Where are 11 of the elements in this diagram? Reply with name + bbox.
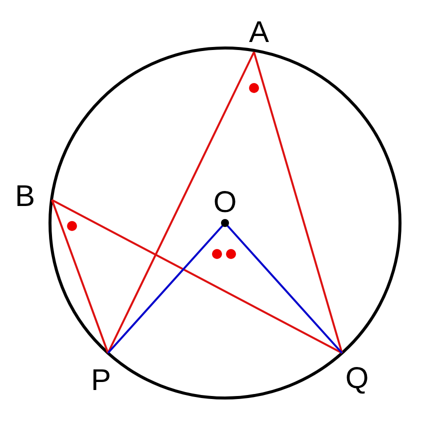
point-label: A (246, 18, 272, 48)
point-label: B (12, 182, 38, 212)
point-label: O (212, 188, 238, 218)
point-label: P (88, 366, 114, 396)
line-segment (107, 52, 255, 354)
line-segment (253, 52, 343, 354)
line-segment (224, 222, 343, 354)
line-segment (51, 200, 109, 354)
line-segment (52, 199, 342, 354)
point-label: Q (344, 364, 370, 394)
line-segment (107, 222, 226, 354)
